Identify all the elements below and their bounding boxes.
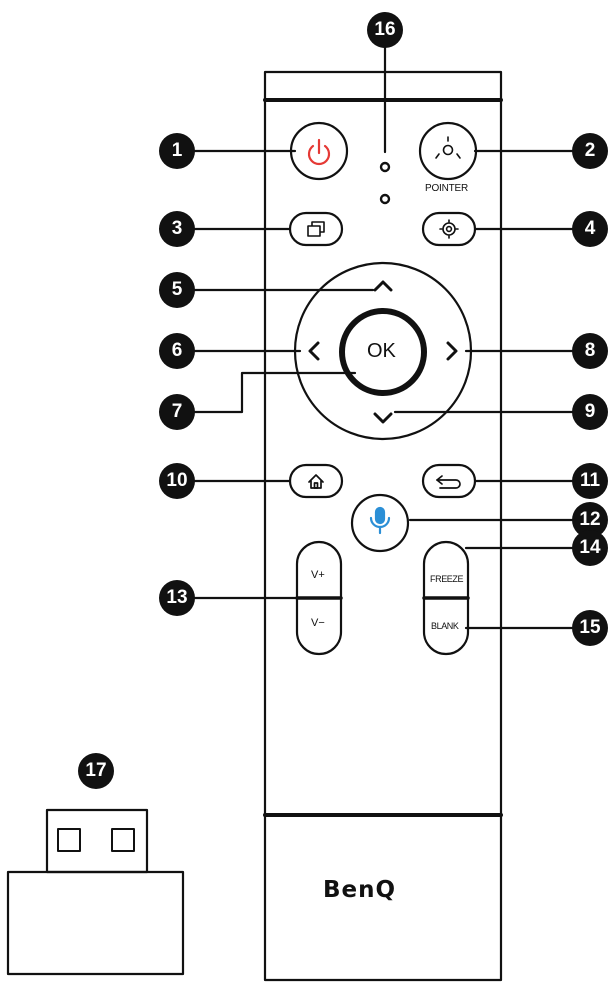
- microphone-button[interactable]: [350, 493, 410, 553]
- pointer-icon: [435, 136, 461, 159]
- volume-down-label: V−: [311, 617, 325, 629]
- left-arrow-icon: [308, 341, 320, 361]
- callout-4: 4: [572, 211, 608, 247]
- home-icon: [308, 474, 324, 489]
- brand-logo: BenQ: [323, 877, 397, 903]
- usb-dongle-body: [6, 870, 185, 976]
- up-arrow-icon: [373, 280, 393, 292]
- dpad-ring[interactable]: [293, 261, 473, 441]
- back-icon: [436, 475, 461, 489]
- microphone-icon: [369, 506, 391, 535]
- usb-dongle-contact-left: [57, 828, 81, 852]
- remote-body: [263, 70, 503, 982]
- callout-17: 17: [78, 753, 114, 789]
- pointer-label: POINTER: [425, 183, 469, 194]
- source-icon: [307, 221, 325, 237]
- callout-14: 14: [572, 530, 608, 566]
- callout-7: 7: [159, 394, 195, 430]
- blank-label: BLANK: [431, 621, 459, 631]
- callout-16: 16: [367, 12, 403, 48]
- source-button[interactable]: [288, 211, 344, 247]
- indicator-led-1: [379, 161, 391, 173]
- callout-6: 6: [159, 333, 195, 369]
- home-button[interactable]: [288, 463, 344, 499]
- settings-button[interactable]: [421, 211, 477, 247]
- freeze-label: FREEZE: [430, 574, 464, 584]
- leader-7: [193, 371, 357, 414]
- indicator-led-2: [379, 193, 391, 205]
- ok-label: OK: [367, 340, 396, 362]
- usb-dongle-contact-right: [111, 828, 135, 852]
- callout-2: 2: [572, 133, 608, 169]
- usb-dongle-plug: [45, 808, 149, 874]
- volume-up-label: V+: [311, 569, 325, 581]
- callout-10: 10: [159, 463, 195, 499]
- callout-8: 8: [572, 333, 608, 369]
- callout-1: 1: [159, 133, 195, 169]
- down-arrow-icon: [373, 412, 393, 424]
- pointer-button[interactable]: [418, 121, 478, 181]
- callout-3: 3: [159, 211, 195, 247]
- callout-5: 5: [159, 272, 195, 308]
- power-icon: [307, 138, 331, 166]
- callout-11: 11: [572, 463, 608, 499]
- callout-13: 13: [159, 580, 195, 616]
- callout-9: 9: [572, 394, 608, 430]
- ok-button[interactable]: [339, 308, 427, 396]
- power-button[interactable]: [289, 121, 349, 181]
- right-arrow-icon: [446, 341, 458, 361]
- callout-15: 15: [572, 610, 608, 646]
- settings-icon: [439, 219, 459, 239]
- back-button[interactable]: [421, 463, 477, 499]
